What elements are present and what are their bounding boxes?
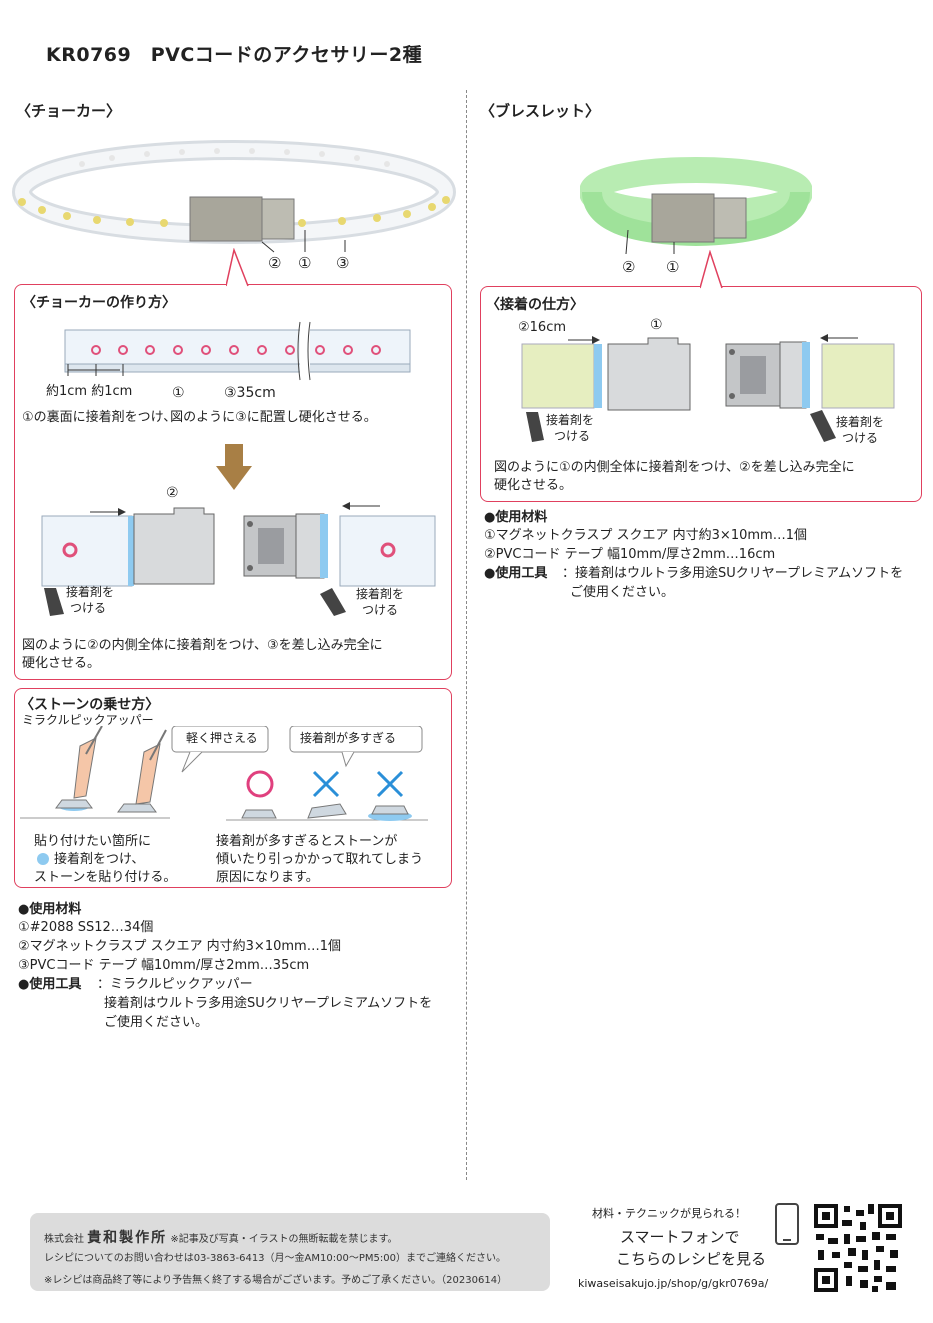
bglue-right-1: 接着剤を	[836, 415, 885, 429]
down-arrow-icon	[216, 444, 252, 490]
choker-photo	[12, 140, 456, 253]
stone-heading: 〈ストーンの乗せ方〉	[20, 697, 160, 713]
attach-step-line2: 硬化させる。	[494, 478, 573, 493]
company-prefix: 株式会社	[44, 1234, 84, 1245]
glue-dot-icon	[37, 853, 49, 865]
glue-right-2: つける	[362, 603, 399, 617]
strip-label-1: ①	[172, 385, 185, 401]
bglue-left-1: 接着剤を	[546, 413, 595, 427]
bracelet-cord-label: ②16cm	[518, 320, 567, 335]
column-divider	[466, 90, 467, 1180]
attach-step-line1: 図のように①の内側全体に接着剤をつけ、②を差し込み完全に	[494, 460, 855, 475]
left-material-2: ②マグネットクラスプ スクエア 内寸約3×10mm…1個	[18, 939, 341, 954]
stone-box	[14, 688, 452, 888]
left-tools-heading: ●使用工具	[18, 977, 82, 992]
choker-clasp-diagram	[41, 502, 436, 616]
bracelet-photo	[580, 157, 812, 255]
strip-label-3: ③35cm	[224, 385, 276, 401]
qr-code-icon[interactable]	[812, 1202, 904, 1294]
strip-diagram	[64, 321, 411, 381]
spacing-label: 約1cm 約1cm	[46, 384, 133, 399]
bglue-left-2: つける	[554, 429, 591, 443]
glue-left-1: 接着剤を	[66, 585, 115, 599]
choker-label-2: ②	[268, 254, 282, 272]
left-material-3: ③PVCコード テープ 幅10mm/厚さ2mm…35cm	[18, 958, 310, 973]
glue-right-1: 接着剤を	[356, 587, 405, 601]
promo-url[interactable]: kiwaseisakujo.jp/shop/g/gkr0769a/	[578, 1277, 769, 1290]
clasp-label-2: ②	[166, 485, 179, 501]
bglue-right-2: つける	[842, 431, 879, 445]
footer-box: 株式会社 貴和製作所 ※記事及び写真・イラストの無断転載を禁じます。 レシピにつ…	[30, 1213, 550, 1291]
left-material-1: ①#2088 SS12…34個	[18, 920, 154, 935]
stone-desc-left-1: 貼り付けたい箇所に	[34, 834, 152, 849]
bracelet-label-2: ②	[622, 258, 636, 276]
stone-desc-left-2: 接着剤をつけ、	[54, 852, 145, 867]
stone-desc-right-3: 原因になります。	[216, 870, 319, 885]
choker-heading: 〈チョーカー〉	[16, 102, 122, 120]
left-tools-line2: 接着剤はウルトラ多用途SUクリヤープレミアムソフトを	[104, 996, 433, 1011]
choker-step2-line1: 図のように②の内側全体に接着剤をつけ、③を差し込み完全に	[22, 638, 383, 653]
left-materials-heading: ●使用材料	[18, 902, 82, 917]
right-tools-line1: ：接着剤はウルトラ多用途SUクリヤープレミアムソフトを	[562, 566, 904, 581]
bracelet-heading: 〈ブレスレット〉	[480, 102, 601, 120]
right-material-2: ②PVCコード テープ 幅10mm/厚さ2mm…16cm	[484, 547, 776, 562]
callout-notch	[226, 248, 249, 287]
contact-info: レシピについてのお問い合わせは03-3863-6413（月〜金AM10:00〜P…	[44, 1253, 506, 1264]
glue-left-2: つける	[70, 601, 107, 615]
bubble-press: 軽く押さえる	[186, 731, 258, 745]
bubble-too-much: 接着剤が多すぎる	[300, 731, 397, 745]
choker-label-3: ③	[336, 254, 350, 272]
choker-step2-line2: 硬化させる。	[22, 656, 101, 671]
promo-line2: こちらのレシピを見る	[616, 1250, 767, 1268]
choker-label-1: ①	[298, 254, 312, 272]
stone-diagram	[20, 726, 428, 821]
stone-desc-right-2: 傾いたり引っかかって取れてしまう	[216, 852, 423, 867]
choker-making-heading: 〈チョーカーの作り方〉	[22, 295, 176, 311]
bracelet-clasp-label: ①	[650, 317, 663, 333]
right-tools-line2: ご使用ください。	[570, 585, 675, 600]
end-notice: ※レシピは商品終了等により予告無く終了する場合がございます。予めご了承ください。…	[44, 1275, 508, 1286]
page-title: KR0769 PVCコードのアクセサリー2種	[46, 44, 423, 66]
left-tools-line1: ：ミラクルピックアッパー	[97, 977, 253, 992]
stone-desc-right-1: 接着剤が多すぎるとストーンが	[216, 834, 398, 849]
stone-desc-left-3: ストーンを貼り付ける。	[34, 870, 177, 885]
tool-label: ミラクルピックアッパー	[22, 713, 154, 727]
callout-notch-right	[700, 250, 723, 289]
choker-step1: ①の裏面に接着剤をつけ､図のように③に配置し硬化させる。	[22, 410, 377, 425]
left-tools-line3: ご使用ください。	[104, 1015, 209, 1030]
brand-logo: 貴和製作所	[87, 1230, 168, 1246]
right-materials-heading: ●使用材料	[484, 510, 548, 525]
right-tools-heading: ●使用工具	[484, 566, 548, 581]
attach-heading: 〈接着の仕方〉	[486, 297, 584, 313]
right-material-1: ①マグネットクラスプ スクエア 内寸約3×10mm…1個	[484, 528, 807, 543]
promo-line1: スマートフォンで	[620, 1228, 740, 1246]
promo-bubble: 材料・テクニックが見られる！	[592, 1207, 746, 1220]
copyright-notice: ※記事及び写真・イラストの無断転載を禁じます。	[170, 1234, 398, 1245]
bracelet-label-1: ①	[666, 258, 680, 276]
smartphone-icon	[775, 1203, 799, 1245]
bracelet-clasp-diagram	[521, 334, 895, 442]
